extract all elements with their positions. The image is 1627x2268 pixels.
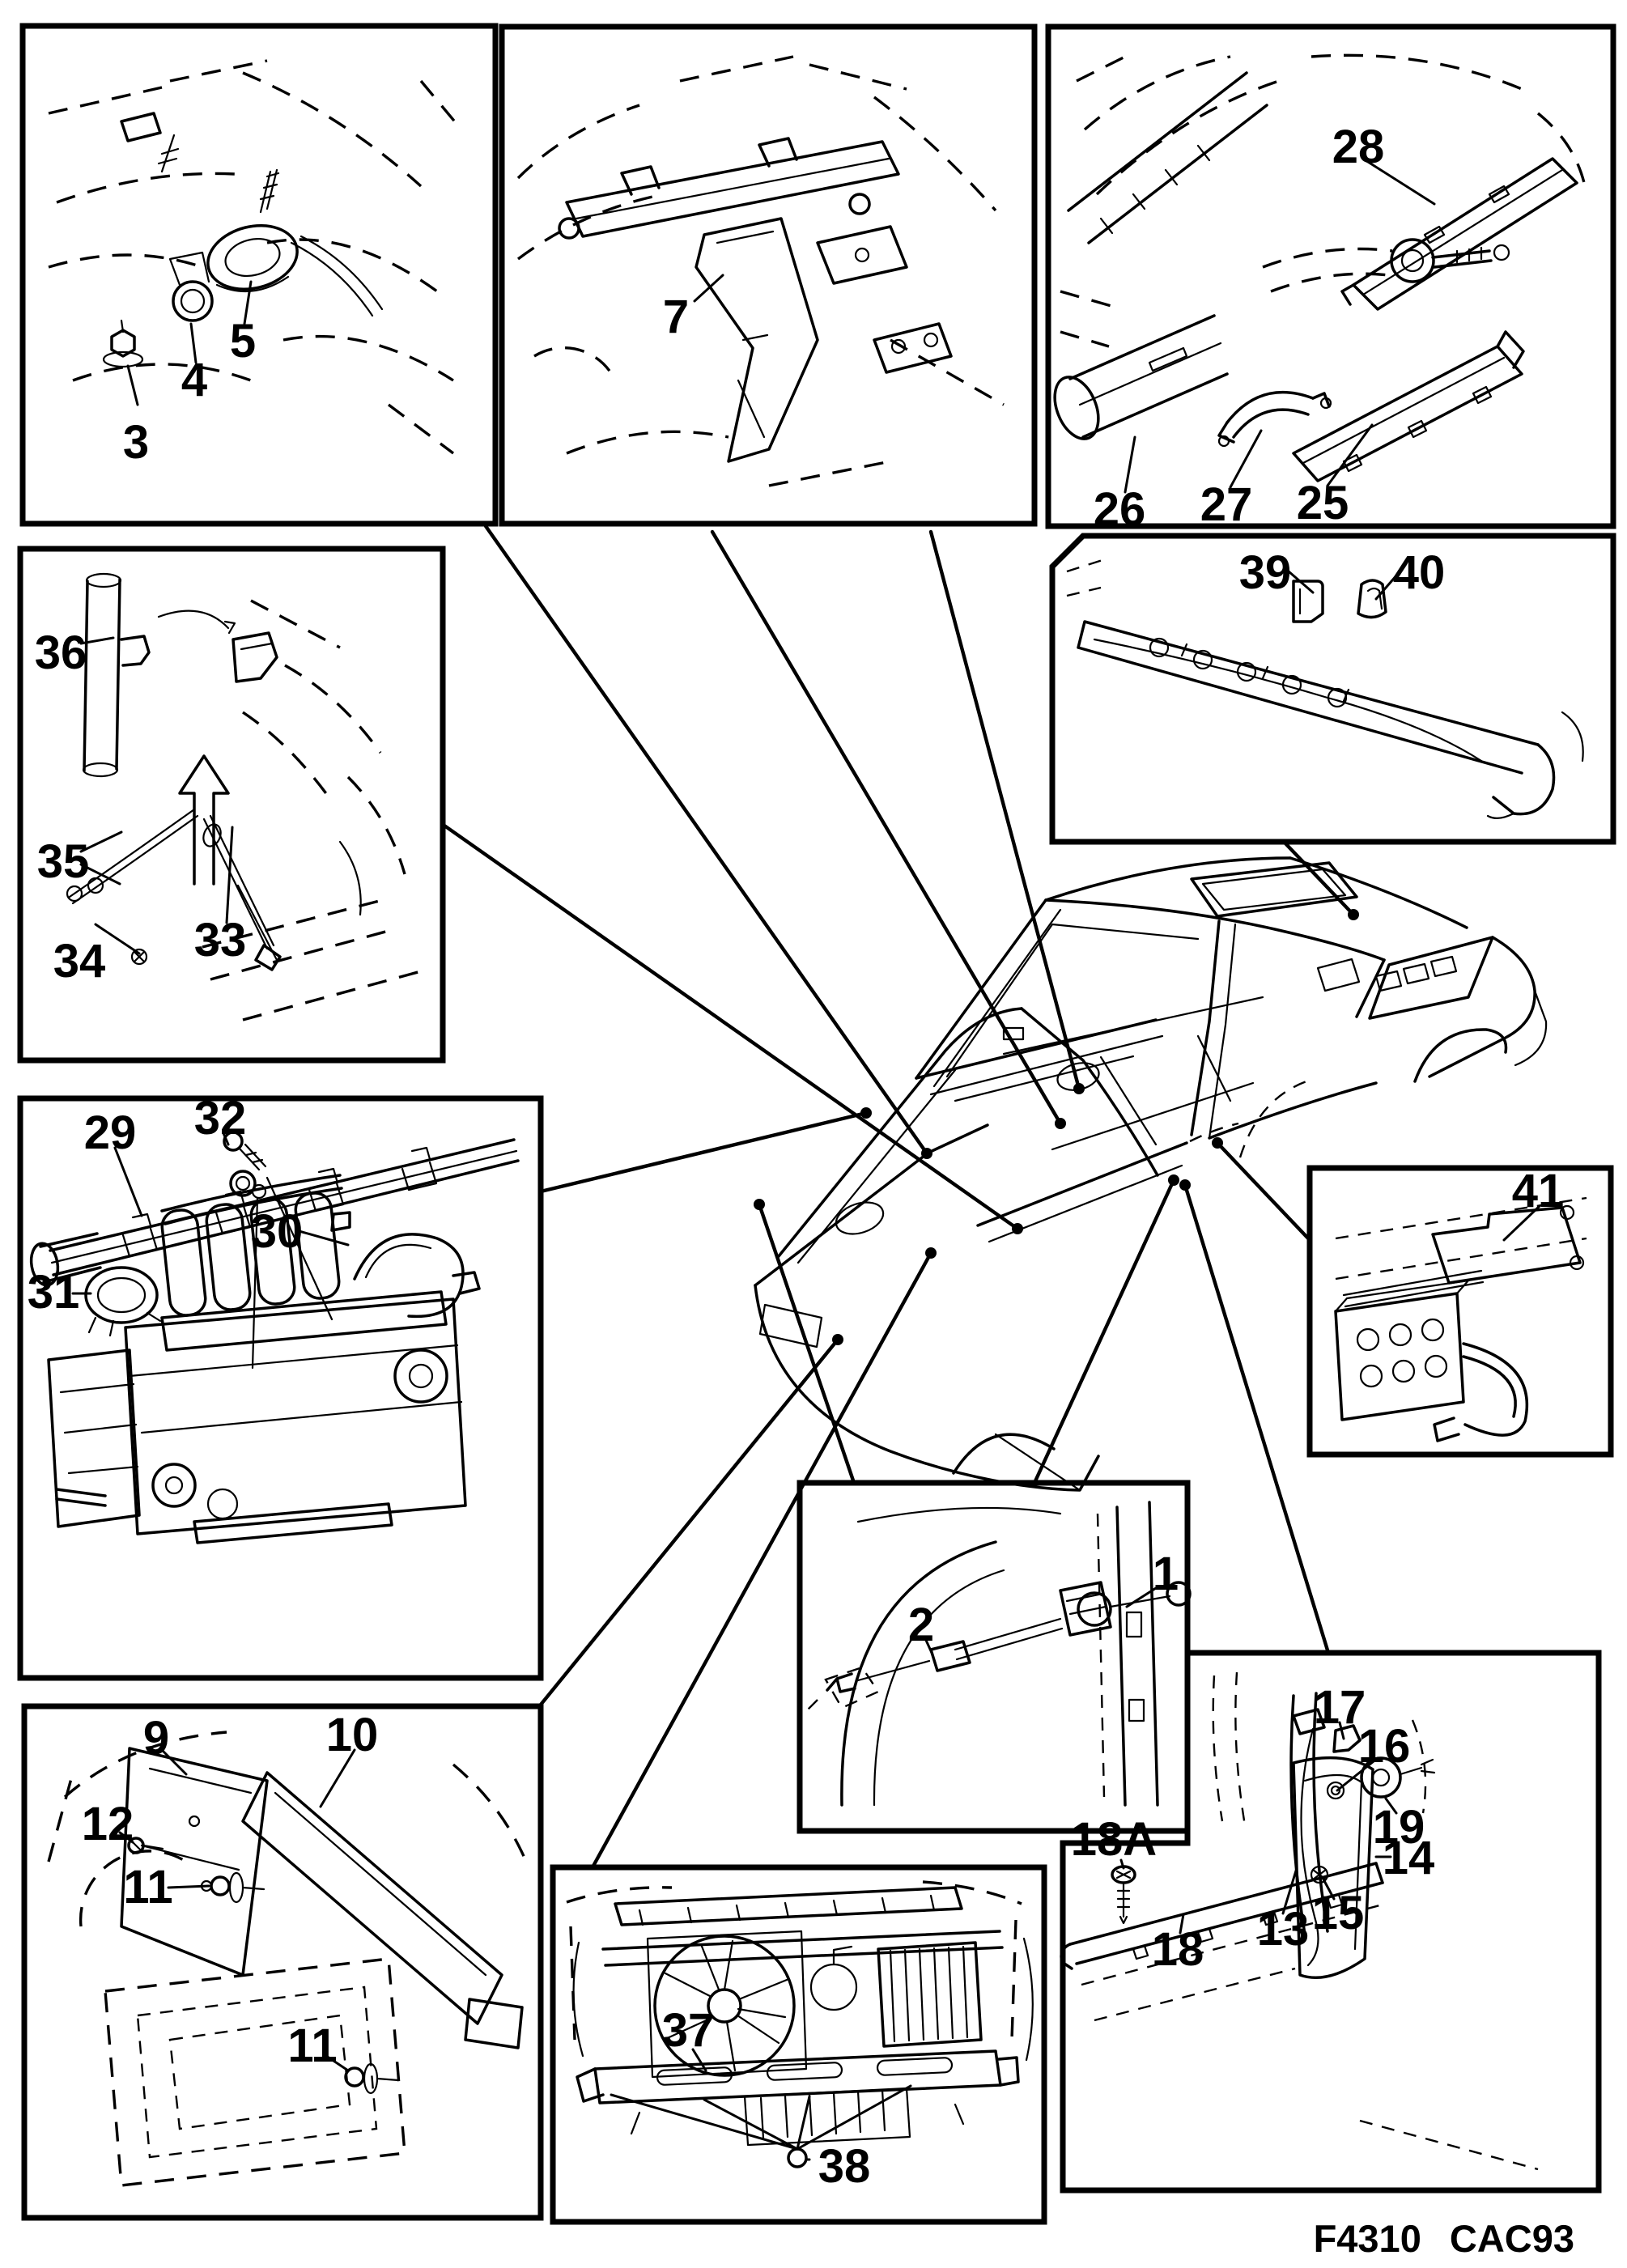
callout-7: 7 (663, 291, 689, 343)
car-body-overview (754, 856, 1548, 1492)
panel-border (499, 23, 1038, 527)
callout-16: 16 (1358, 1720, 1411, 1773)
callout-30: 30 (251, 1205, 304, 1258)
callout-37: 37 (662, 2004, 715, 2057)
leader-dot (1168, 1174, 1179, 1186)
panel-roof-rail-clips: 39 40 (1049, 533, 1616, 845)
callout-40: 40 (1393, 546, 1446, 599)
callout-35: 35 (37, 835, 90, 888)
callout-4: 4 (181, 354, 207, 406)
callout-17: 17 (1314, 1681, 1366, 1734)
leader-dot (1212, 1137, 1223, 1149)
callout-32: 32 (194, 1092, 247, 1145)
panel-border (17, 546, 446, 1064)
callout-15: 15 (1312, 1887, 1365, 1939)
panel-art (47, 1731, 528, 2187)
callout-33: 33 (194, 914, 247, 966)
callout-18: 18 (1152, 1923, 1204, 1976)
callout-12: 12 (82, 1798, 134, 1850)
callout-1: 1 (1153, 1548, 1179, 1600)
panel-border (1045, 23, 1616, 529)
panel-border (1306, 1165, 1614, 1458)
callout-11: 11 (123, 1861, 172, 1913)
callout-19: 19 (1373, 1801, 1425, 1854)
callout-3: 3 (123, 416, 149, 469)
panel-art (566, 1880, 1034, 2147)
callout-13: 13 (1257, 1903, 1310, 1956)
callout-27: 27 (1200, 478, 1253, 531)
panel-border (550, 1864, 1047, 2225)
callout-41: 41 (1512, 1165, 1565, 1217)
panel-border (17, 1095, 544, 1681)
panel-art (1334, 1196, 1587, 1442)
leader-dot (754, 1199, 765, 1210)
leader-lines (442, 524, 1359, 1870)
panel-rear-shelf-insulation: 41 (1306, 1165, 1614, 1458)
leader-dot (1348, 909, 1359, 920)
panel-art (1053, 53, 1588, 482)
callout-36: 36 (35, 626, 87, 679)
callout-14: 14 (1383, 1832, 1435, 1884)
leader-dot (1073, 1083, 1085, 1094)
panel-art (66, 572, 422, 1021)
leader-dot (860, 1107, 872, 1119)
panel-cowl-side-trim: 9 10 12 11 11 (21, 1703, 544, 2221)
callout-10: 10 (326, 1709, 379, 1761)
panel-border (1060, 1650, 1602, 2194)
panel-border (797, 1480, 1191, 1834)
panel-console-bracket: 7 (499, 23, 1038, 527)
leader-dot (1055, 1118, 1066, 1129)
callout-29: 29 (84, 1106, 137, 1159)
panel-art (1066, 557, 1584, 819)
callout-38: 38 (818, 2140, 871, 2193)
leader-dot (1179, 1179, 1191, 1191)
leader-dot (925, 1247, 937, 1259)
callout-11b: 11 (287, 2020, 337, 2072)
callout-25: 25 (1297, 477, 1349, 529)
panel-art (801, 1501, 1192, 1807)
panel-art (48, 59, 463, 455)
callout-5: 5 (230, 315, 256, 367)
figure-code: F4310 CAC93 (1314, 2217, 1574, 2260)
panel-art (516, 55, 1005, 487)
panel-art (1060, 1671, 1539, 2171)
callout-34: 34 (53, 935, 106, 987)
panel-pillar-tube-cable: 36 35 34 33 (17, 546, 446, 1064)
callout-31: 31 (28, 1266, 80, 1319)
panel-bulkhead-insulators: 28 26 27 25 (1045, 23, 1616, 536)
callout-28: 28 (1332, 121, 1385, 173)
panel-sill-door-trim: 17 16 19 14 15 13 18 18A (1060, 1650, 1602, 2194)
callout-39: 39 (1239, 546, 1292, 599)
panel-border (1049, 533, 1616, 845)
callout-26: 26 (1094, 483, 1146, 536)
panel-art (29, 1131, 520, 1544)
callout-9: 9 (143, 1712, 169, 1765)
panel-door-lock-cable: 1 2 (797, 1480, 1192, 1834)
leader-dot (832, 1334, 843, 1345)
panel-border (21, 1703, 544, 2221)
panel-engine-fuel-rail: 29 32 30 31 (17, 1092, 544, 1681)
panel-border (19, 23, 499, 527)
callout-2: 2 (908, 1599, 934, 1651)
panel-firewall-grommets: 3 4 5 (19, 23, 499, 527)
panel-front-end: 37 38 (550, 1864, 1047, 2225)
callout-18a: 18A (1071, 1813, 1157, 1866)
